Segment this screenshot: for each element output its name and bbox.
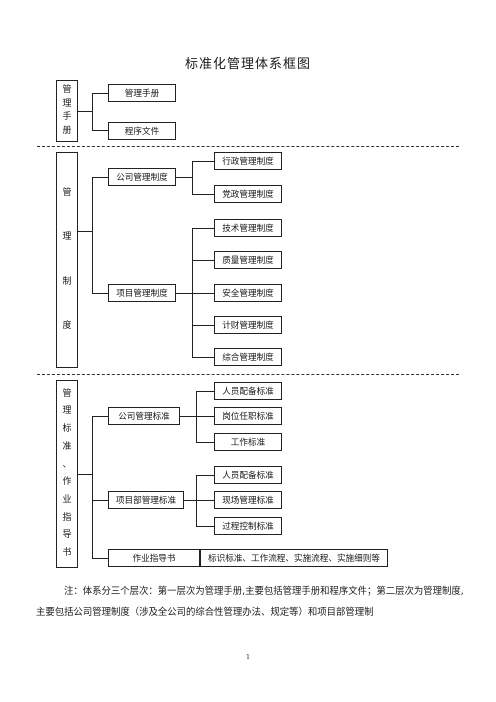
connector-line	[92, 416, 93, 559]
standards-label-char: 导	[62, 530, 72, 541]
connector-line	[92, 93, 108, 94]
connector-line	[92, 500, 108, 501]
connector-line	[192, 260, 214, 261]
system-label-char: 管	[62, 187, 72, 198]
manual-label-char: 管	[62, 84, 72, 95]
manual-box: 管理手册	[108, 84, 176, 102]
project-standards-box: 项目部管理标准	[108, 491, 184, 509]
manual-label-char: 册	[62, 126, 72, 137]
connector-line	[192, 357, 214, 358]
standards-label-char: 标	[62, 424, 72, 435]
manual-label-char: 手	[62, 112, 72, 123]
connector-line	[196, 475, 197, 527]
standards-label-char: 指	[62, 512, 72, 523]
connector-line	[184, 500, 196, 501]
standards-label-char: 理	[62, 406, 72, 417]
manual-section-label: 管 理 手 册	[56, 80, 78, 142]
connector-line	[176, 177, 192, 178]
site-standard-box: 现场管理标准	[214, 491, 282, 509]
tech-system-box: 技术管理制度	[214, 219, 282, 237]
connector-line	[196, 526, 214, 527]
connector-line	[92, 558, 108, 559]
safety-system-box: 安全管理制度	[214, 284, 282, 302]
connector-line	[196, 391, 214, 392]
company-system-box: 公司管理制度	[108, 168, 176, 186]
connector-line	[92, 130, 108, 131]
project-staffing-box: 人员配备标准	[214, 466, 282, 484]
standards-label-char: 作	[62, 477, 72, 488]
connector-line	[192, 194, 214, 195]
quality-system-box: 质量管理制度	[214, 251, 282, 269]
system-label-char: 制	[62, 276, 72, 287]
project-system-box: 项目管理制度	[108, 284, 176, 302]
procedure-box: 程序文件	[108, 122, 176, 140]
standards-section-label: 管 理 标 准 、 作 业 指 导 书	[56, 380, 78, 568]
connector-line	[196, 416, 214, 417]
work-standard-box: 工作标准	[214, 433, 282, 451]
standards-label-char: 准	[62, 441, 72, 452]
connector-line	[92, 293, 108, 294]
connector-line	[196, 442, 214, 443]
connector-line	[92, 177, 93, 294]
system-label-char: 理	[62, 232, 72, 243]
page-title: 标准化管理体系框图	[184, 57, 311, 72]
connector-line	[192, 161, 193, 195]
connector-line	[92, 177, 108, 178]
general-system-box: 综合管理制度	[214, 348, 282, 366]
connector-line	[92, 93, 93, 131]
manual-label-char: 理	[62, 98, 72, 109]
work-guide-box: 作业指导书	[108, 549, 200, 567]
connector-line	[92, 416, 108, 417]
standards-label-char: 书	[62, 548, 72, 559]
work-guide-detail-box: 标识标准、工作流程、实施流程、实施细则等	[200, 549, 388, 567]
company-standards-box: 公司管理标准	[108, 407, 180, 425]
connector-line	[196, 475, 214, 476]
standards-label-char: 、	[62, 459, 72, 470]
connector-line	[180, 416, 196, 417]
admin-system-box: 行政管理制度	[214, 152, 282, 170]
staffing-standard-box: 人员配备标准	[214, 382, 282, 400]
system-section-label: 管 理 制 度	[56, 152, 78, 368]
connector-line	[176, 293, 192, 294]
connector-line	[78, 474, 92, 475]
section-divider	[37, 374, 459, 375]
system-label-char: 度	[62, 321, 72, 332]
connector-line	[192, 293, 214, 294]
connector-line	[78, 111, 92, 112]
finance-system-box: 计财管理制度	[214, 316, 282, 334]
footnote-text: 注：体系分三个层次：第一层次为管理手册,主要包括管理手册和程序文件；第二层次为管…	[36, 586, 464, 618]
post-standard-box: 岗位任职标准	[214, 407, 282, 425]
standards-label-char: 管	[62, 388, 72, 399]
connector-line	[192, 325, 214, 326]
section-divider	[37, 146, 459, 147]
connector-line	[196, 500, 214, 501]
page-number: 1	[246, 654, 250, 661]
standards-label-char: 业	[62, 495, 72, 506]
connector-line	[192, 228, 214, 229]
connector-line	[78, 231, 92, 232]
party-system-box: 党政管理制度	[214, 185, 282, 203]
process-control-box: 过程控制标准	[214, 517, 282, 535]
connector-line	[196, 391, 197, 443]
connector-line	[192, 161, 214, 162]
